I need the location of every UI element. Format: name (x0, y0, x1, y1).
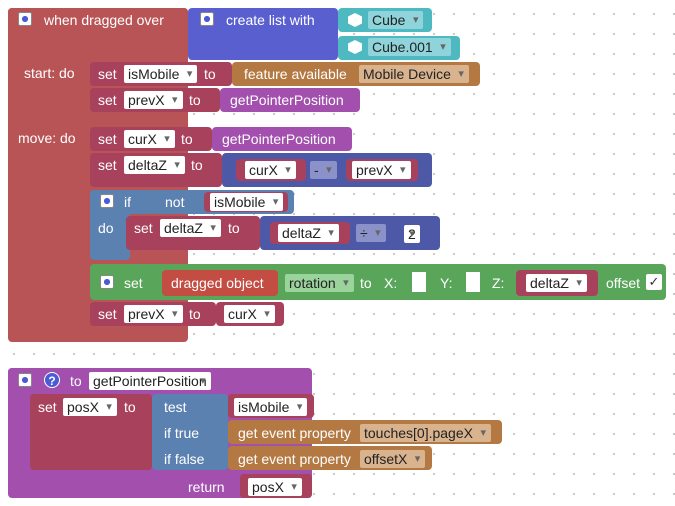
dragged-object-label: dragged object (171, 275, 264, 291)
curx-var-dropdown[interactable]: curX (124, 130, 175, 148)
mobile-device-dropdown[interactable]: Mobile Device (359, 65, 469, 83)
set-deltaz-to-label: to (191, 157, 203, 173)
cube-icon (348, 13, 362, 27)
test-label: test (164, 399, 187, 415)
event-property-false-label: get event property (238, 451, 351, 467)
set-curx-to-label: to (181, 131, 193, 147)
ismobile-getter-dropdown[interactable]: isMobile (210, 193, 284, 211)
touches-pagex-dropdown[interactable]: touches[0].pageX (360, 424, 491, 442)
set-prevx-move-set-label: set (98, 306, 117, 322)
set-curx-set-label: set (98, 131, 117, 147)
if-gear-icon[interactable] (100, 194, 114, 208)
procedure-gear-icon[interactable] (18, 373, 32, 387)
set-deltaz-divide-set-label: set (134, 220, 153, 236)
prevx-var-dropdown[interactable]: prevX (124, 91, 183, 109)
procedure-to-label: to (70, 373, 82, 389)
divide-operator-dropdown[interactable]: ÷ (356, 224, 386, 242)
feature-available-label: feature available (244, 66, 347, 82)
return-label: return (188, 479, 225, 495)
curx-value-dropdown[interactable]: curX (224, 305, 275, 323)
offset-checkbox[interactable]: ✓ (646, 274, 662, 290)
offsetx-dropdown[interactable]: offsetX (360, 450, 426, 468)
if-false-label: if false (164, 451, 205, 467)
minus-operator-dropdown[interactable]: - (310, 161, 337, 179)
set-posx-set-label: set (38, 399, 57, 415)
not-label: not (165, 194, 185, 210)
call-getpointerposition-block-1[interactable] (220, 88, 360, 112)
set-ismobile-set-label: set (98, 66, 117, 82)
event-title: when dragged over (44, 12, 164, 28)
set-prevx-set-label: set (98, 92, 117, 108)
if-label: if (124, 194, 131, 210)
deltaz-divide-var-dropdown[interactable]: deltaZ (160, 219, 221, 237)
rotation-to-label: to (360, 275, 372, 291)
rotation-x-empty-input[interactable] (412, 272, 426, 292)
prevx-move-var-dropdown[interactable]: prevX (124, 305, 183, 323)
start-do-label: start: do (24, 65, 75, 81)
prevx-getter-dropdown[interactable]: prevX (352, 161, 411, 179)
event-property-true-label: get event property (238, 425, 351, 441)
set-posx-to-label: to (124, 399, 136, 415)
number-two-input[interactable]: 2 (404, 225, 420, 243)
set-deltaz-set-label: set (98, 157, 117, 173)
return-posx-dropdown[interactable]: posX (248, 478, 302, 496)
deltaz-var-dropdown[interactable]: deltaZ (124, 156, 185, 174)
create-list-gear-icon[interactable] (200, 12, 214, 26)
test-ismobile-dropdown[interactable]: isMobile (234, 398, 308, 416)
set-prevx-to-label: to (189, 92, 201, 108)
getpointerposition-call-label-1: getPointerPosition (230, 92, 344, 108)
ismobile-var-dropdown[interactable]: isMobile (124, 65, 198, 83)
set-deltaz-divide-to-label: to (228, 220, 240, 236)
deltaz-getter-dropdown[interactable]: deltaZ (278, 224, 339, 242)
do-label: do (98, 220, 114, 236)
rotation-property-dropdown[interactable]: rotation (285, 274, 354, 292)
offset-label: offset (606, 275, 640, 291)
set-ismobile-to-label: to (204, 66, 216, 82)
posx-var-dropdown[interactable]: posX (63, 398, 117, 416)
event-gear-icon[interactable] (18, 12, 32, 26)
move-do-label: move: do (18, 130, 76, 146)
rotation-x-label: X: (384, 275, 398, 291)
curx-getter-dropdown[interactable]: curX (245, 161, 296, 179)
rotation-y-label: Y: (440, 275, 453, 291)
z-deltaz-dropdown[interactable]: deltaZ (526, 274, 587, 292)
set-prevx-move-to-label: to (189, 306, 201, 322)
rotation-set-label: set (124, 275, 143, 291)
call-getpointerposition-block-2[interactable] (212, 127, 352, 151)
cube-dropdown[interactable]: Cube (368, 11, 424, 29)
procedure-name-field[interactable]: getPointerPosition (89, 372, 211, 390)
event-block-header (8, 8, 188, 60)
create-list-label: create list with (226, 12, 315, 28)
help-question-icon[interactable]: ? (44, 372, 60, 388)
rotation-y-empty-input[interactable] (466, 272, 480, 292)
getpointerposition-call-label-2: getPointerPosition (222, 131, 336, 147)
rotation-gear-icon[interactable] (100, 275, 114, 289)
ternary-test-block[interactable] (152, 394, 228, 470)
cube-001-icon (348, 40, 362, 54)
if-true-label: if true (164, 425, 200, 441)
rotation-z-label: Z: (492, 275, 505, 291)
dragged-object-block[interactable] (162, 270, 278, 296)
cube-001-dropdown[interactable]: Cube.001 (368, 38, 451, 56)
